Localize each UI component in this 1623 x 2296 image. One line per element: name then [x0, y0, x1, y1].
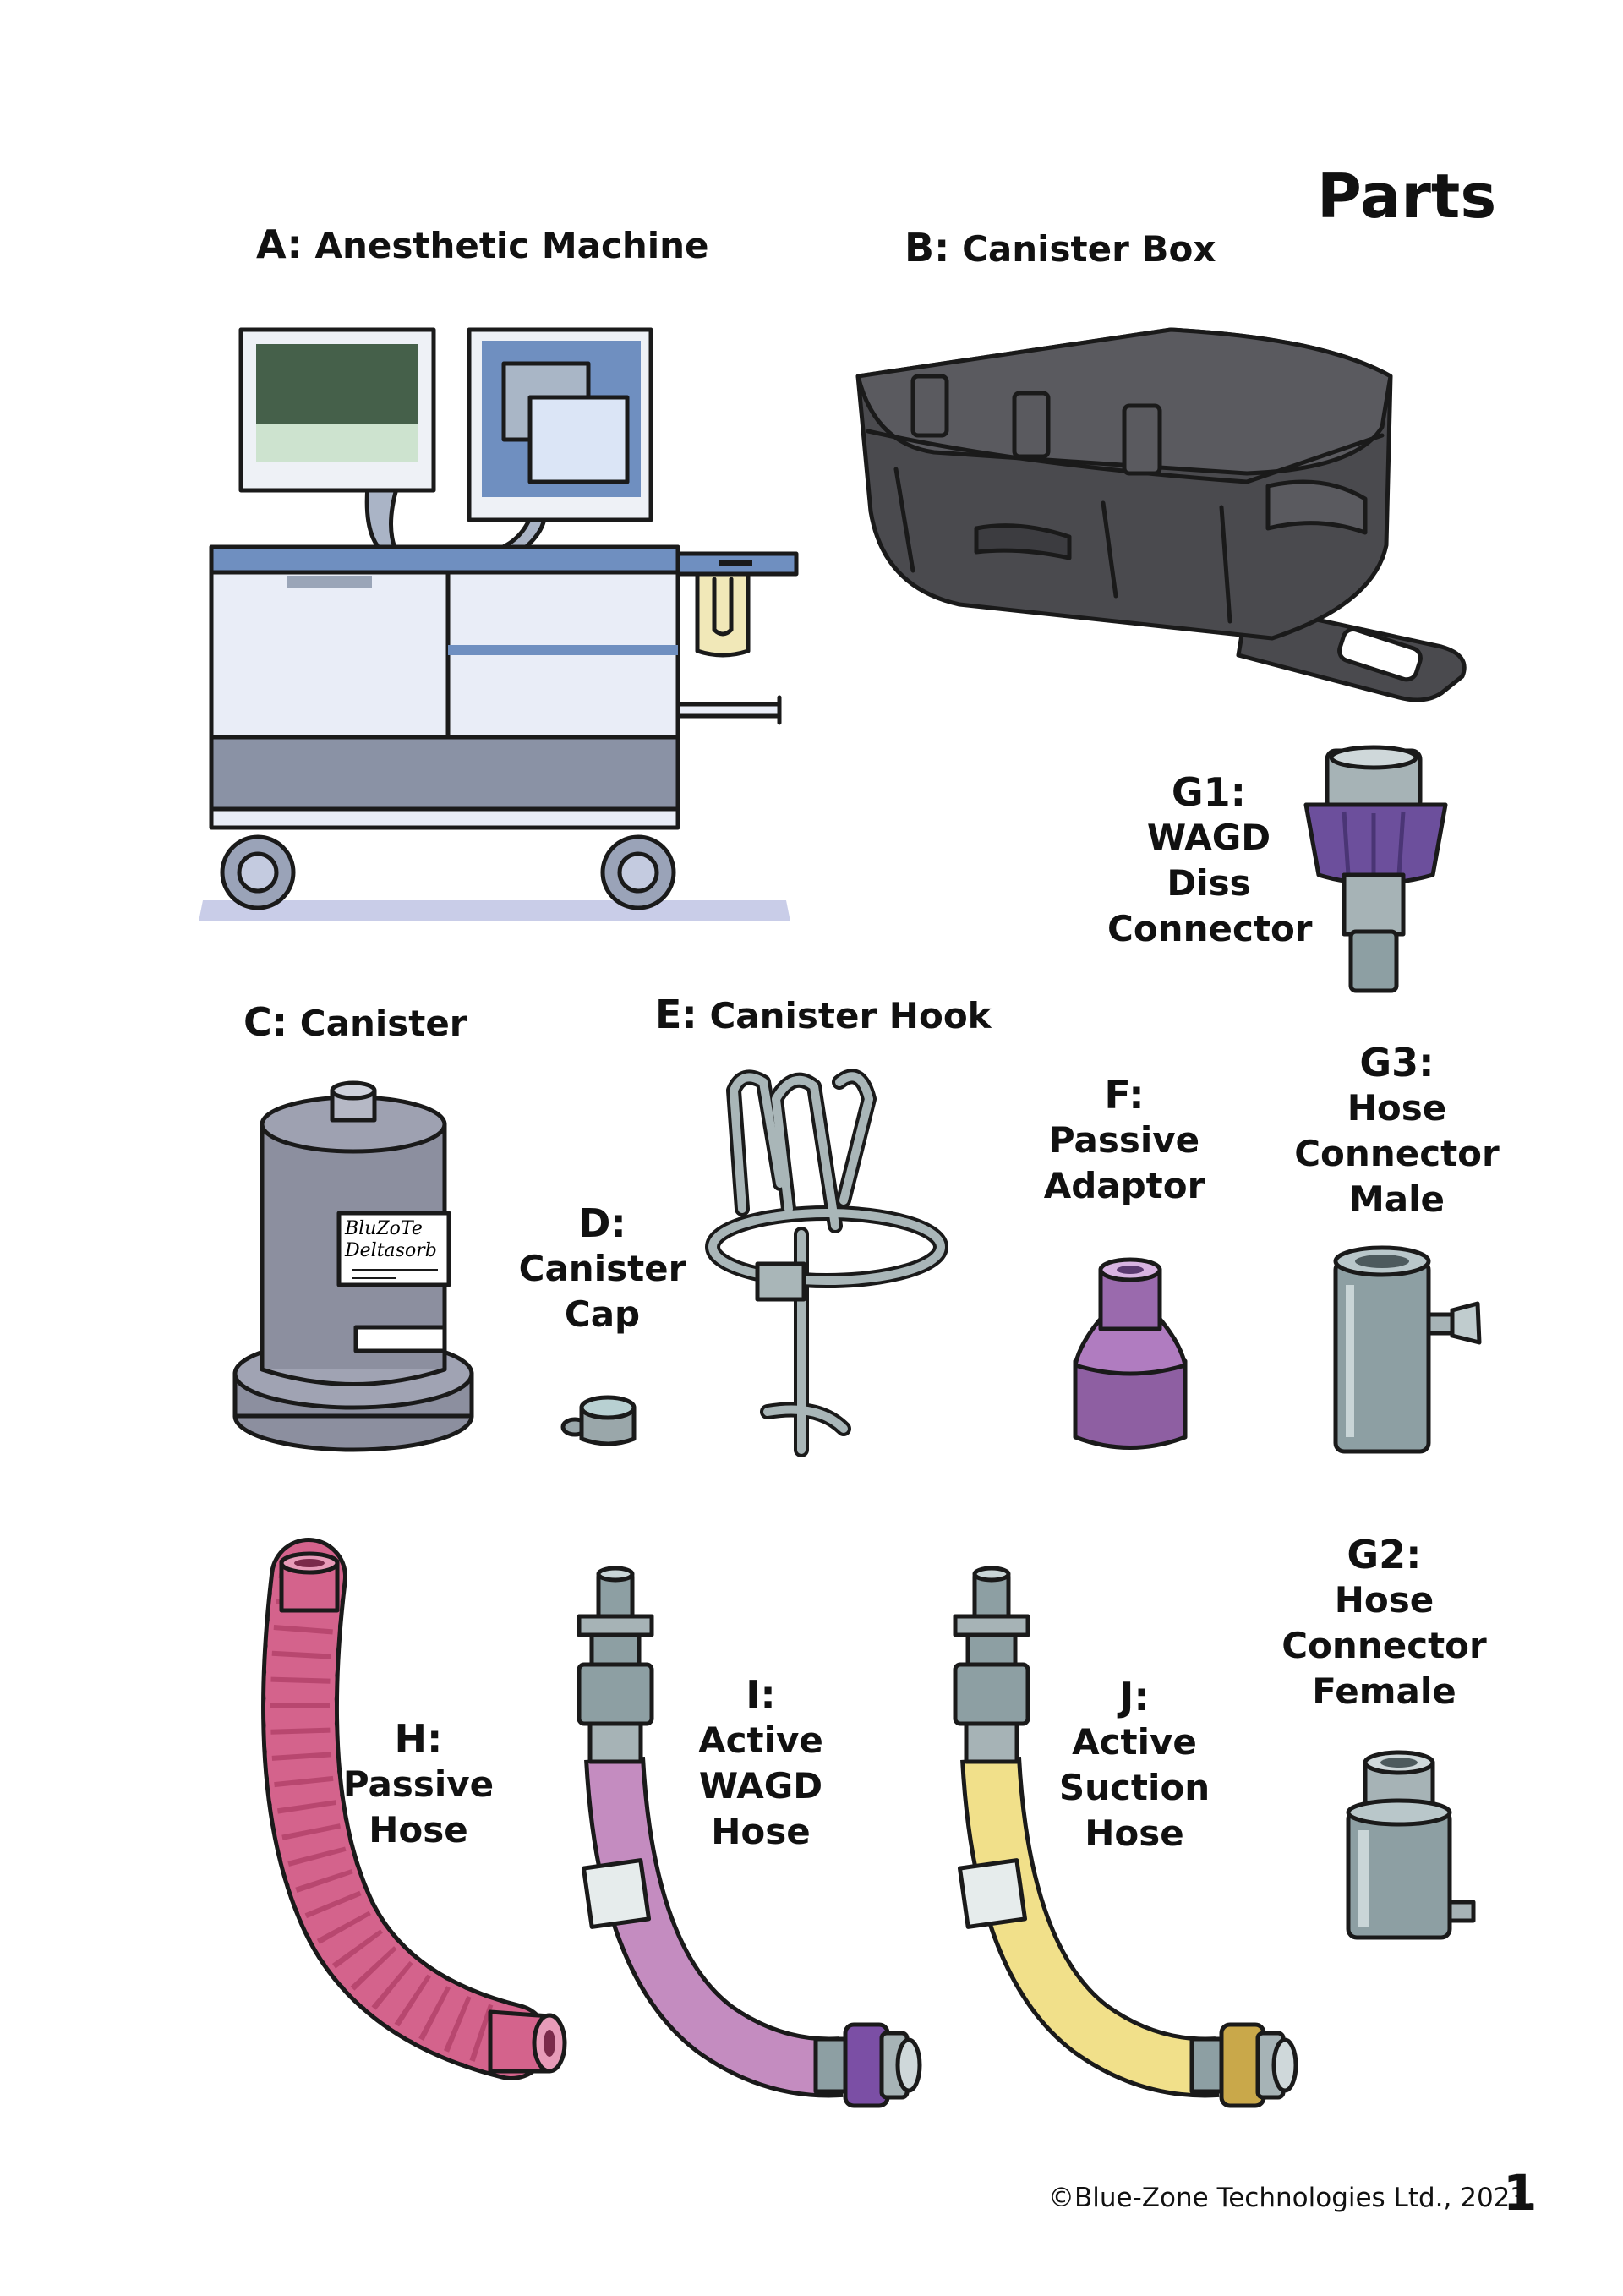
part-code: H:	[394, 1716, 443, 1762]
label-active-wagd-hose: I: Active WAGD Hose	[672, 1672, 850, 1855]
canister-label-product: Deltasorb	[344, 1240, 437, 1261]
page-title: Parts	[1317, 161, 1497, 232]
canister-illustration: BluZoTe Deltasorb	[232, 1080, 474, 1452]
part-code: E:	[655, 992, 697, 1037]
part-name-line: Active	[1072, 1721, 1197, 1763]
part-code: G3:	[1359, 1040, 1434, 1085]
active-wagd-hose-illustration	[577, 1566, 922, 2108]
part-code: J:	[1119, 1674, 1150, 1719]
part-name-line: WAGD	[698, 1765, 823, 1807]
copyright-notice: ©Blue-Zone Technologies Ltd., 2023.	[1048, 2183, 1535, 2213]
label-hose-connector-male: G3: Hose Connector Male	[1285, 1040, 1509, 1222]
canister-label-brand: BluZoTe	[344, 1218, 423, 1239]
part-name-line: Connector	[1294, 1133, 1500, 1174]
part-name-line: Male	[1348, 1178, 1445, 1220]
page-number: 1	[1503, 2164, 1538, 2222]
part-code: I:	[746, 1672, 776, 1718]
part-name: Anesthetic Machine	[314, 225, 709, 266]
part-name-line: Hose	[1334, 1579, 1434, 1621]
part-name-line: Hose	[369, 1809, 468, 1850]
label-active-suction-hose: J: Active Suction Hose	[1033, 1674, 1236, 1856]
passive-hose-illustration	[261, 1538, 567, 2080]
label-hose-connector-female: G2: Hose Connector Female	[1272, 1532, 1496, 1714]
part-code: B:	[904, 225, 950, 271]
label-wagd-diss-connector: G1: WAGD Diss Connector	[1107, 769, 1313, 952]
canister-hook-illustration	[705, 1069, 948, 1457]
label-passive-hose: H: Passive Hose	[338, 1716, 499, 1853]
part-code: A:	[256, 221, 303, 267]
label-canister-box: B: Canister Box	[904, 225, 1216, 272]
active-suction-hose-illustration	[953, 1566, 1298, 2108]
part-name-line: Suction	[1058, 1767, 1210, 1808]
label-canister-cap: D: Canister Cap	[511, 1200, 693, 1337]
passive-adaptor-illustration	[1073, 1257, 1188, 1450]
part-name-line: Female	[1312, 1670, 1456, 1712]
hose-connector-male-illustration	[1333, 1245, 1482, 1454]
part-name-line: Connector	[1107, 908, 1313, 949]
part-code: D:	[578, 1200, 626, 1246]
part-name-line: Canister	[518, 1248, 686, 1289]
part-code: G1:	[1171, 769, 1247, 815]
label-passive-adaptor: F: Passive Adaptor	[1031, 1072, 1217, 1209]
part-name-line: Cap	[564, 1293, 641, 1335]
part-name: Canister Box	[962, 228, 1216, 270]
anesthetic-machine-illustration	[199, 327, 799, 921]
label-canister: C: Canister	[243, 999, 467, 1047]
canister-box-illustration	[855, 327, 1467, 702]
part-name: Canister Hook	[709, 995, 992, 1036]
part-name-line: Passive	[342, 1763, 495, 1805]
part-name: Canister	[299, 1003, 467, 1044]
canister-cap-illustration	[560, 1395, 637, 1446]
part-name-line: Hose	[711, 1811, 811, 1852]
part-name-line: Diss	[1167, 862, 1251, 904]
part-name-line: Connector	[1281, 1625, 1487, 1666]
wagd-diss-connector-illustration	[1303, 745, 1448, 993]
part-name-line: Hose	[1347, 1087, 1447, 1129]
label-canister-hook: E: Canister Hook	[655, 992, 992, 1039]
part-name-line: Active	[698, 1719, 823, 1761]
part-name-line: Passive	[1048, 1119, 1200, 1161]
hose-connector-female-illustration	[1346, 1750, 1476, 1940]
part-code: C:	[243, 999, 288, 1045]
part-name-line: WAGD	[1146, 817, 1271, 858]
part-name-line: Hose	[1085, 1812, 1184, 1854]
part-code: F:	[1104, 1072, 1145, 1118]
label-anesthetic-machine: A: Anesthetic Machine	[256, 221, 709, 269]
part-code: G2:	[1347, 1532, 1422, 1577]
part-name-line: Adaptor	[1043, 1165, 1205, 1206]
